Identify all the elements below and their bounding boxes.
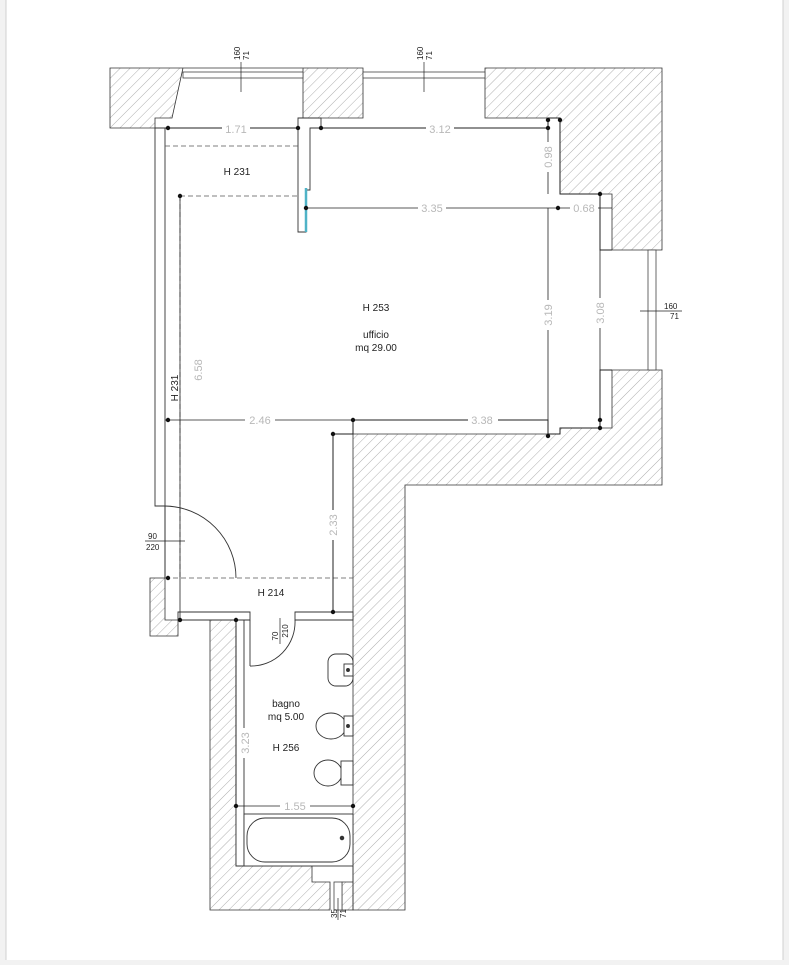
dim-top-left: 1.71 (225, 124, 246, 136)
wall-top-right (484, 67, 663, 251)
svg-text:160: 160 (416, 46, 425, 60)
dim-top-right: 3.12 (429, 124, 450, 136)
svg-text:220: 220 (146, 543, 160, 552)
svg-text:70: 70 (271, 631, 280, 640)
svg-text:210: 210 (281, 624, 290, 638)
wall-niche-divider (297, 117, 322, 233)
dim-left-full: 6.58 (193, 359, 205, 380)
dim-step-right: 0.68 (573, 203, 594, 215)
opening-tag-window-bath: 35 71 (330, 898, 348, 920)
opening-tag-window-top-right: 160 71 (416, 46, 434, 92)
bathroom-name: bagno (272, 699, 300, 710)
svg-text:160: 160 (664, 302, 678, 311)
office-area: mq 29.00 (355, 343, 397, 354)
interior-walls (154, 117, 354, 867)
dim-bottom-left: 2.46 (249, 415, 270, 427)
opening-tag-window-top-left: 160 71 (233, 46, 251, 92)
passage-height: H 214 (258, 588, 285, 599)
dim-bath-width: 1.55 (284, 801, 305, 813)
opening-tag-window-right: 160 71 (640, 302, 682, 321)
door-bath-swing (249, 619, 296, 667)
wall-west-main (154, 127, 166, 507)
bathroom-area: mq 5.00 (268, 712, 305, 723)
dim-bath-height: 3.23 (240, 732, 252, 753)
svg-text:71: 71 (242, 51, 251, 60)
window-top-left (182, 71, 304, 79)
bathtub (243, 813, 354, 867)
walls (109, 67, 663, 911)
washbasin (327, 653, 354, 687)
dim-right-inner: 3.19 (543, 304, 555, 325)
dim-mid-width: 3.35 (421, 203, 442, 215)
dim-passage: 2.33 (328, 514, 340, 535)
office-height: H 253 (363, 303, 390, 314)
svg-text:71: 71 (670, 312, 679, 321)
bidet (315, 712, 354, 740)
toilet (313, 759, 354, 787)
wall-bath-top (294, 611, 354, 621)
wall-passage-bottom (177, 611, 251, 621)
dashed-lines (165, 145, 353, 579)
svg-text:71: 71 (339, 909, 348, 918)
opening-tag-door-bath: 70 210 (271, 618, 290, 644)
door-main-swing (164, 505, 237, 579)
window-right (647, 249, 657, 371)
fixtures (243, 653, 354, 867)
doors (164, 505, 296, 667)
svg-text:35: 35 (330, 909, 339, 918)
dim-right-outer: 3.08 (595, 302, 607, 323)
dim-bottom-right: 3.38 (471, 415, 492, 427)
svg-text:71: 71 (425, 51, 434, 60)
dimension-dots (165, 117, 603, 809)
wall-top-pier (302, 67, 364, 119)
dim-niche-depth: 0.98 (543, 146, 555, 167)
svg-text:160: 160 (233, 46, 242, 60)
office-name: ufficio (363, 330, 389, 341)
bathroom-height: H 256 (273, 743, 300, 754)
niche-height: H 231 (224, 167, 251, 178)
svg-text:90: 90 (148, 532, 157, 541)
opening-tag-door-main: 90 220 (145, 532, 185, 552)
left-height: H 231 (170, 374, 181, 401)
